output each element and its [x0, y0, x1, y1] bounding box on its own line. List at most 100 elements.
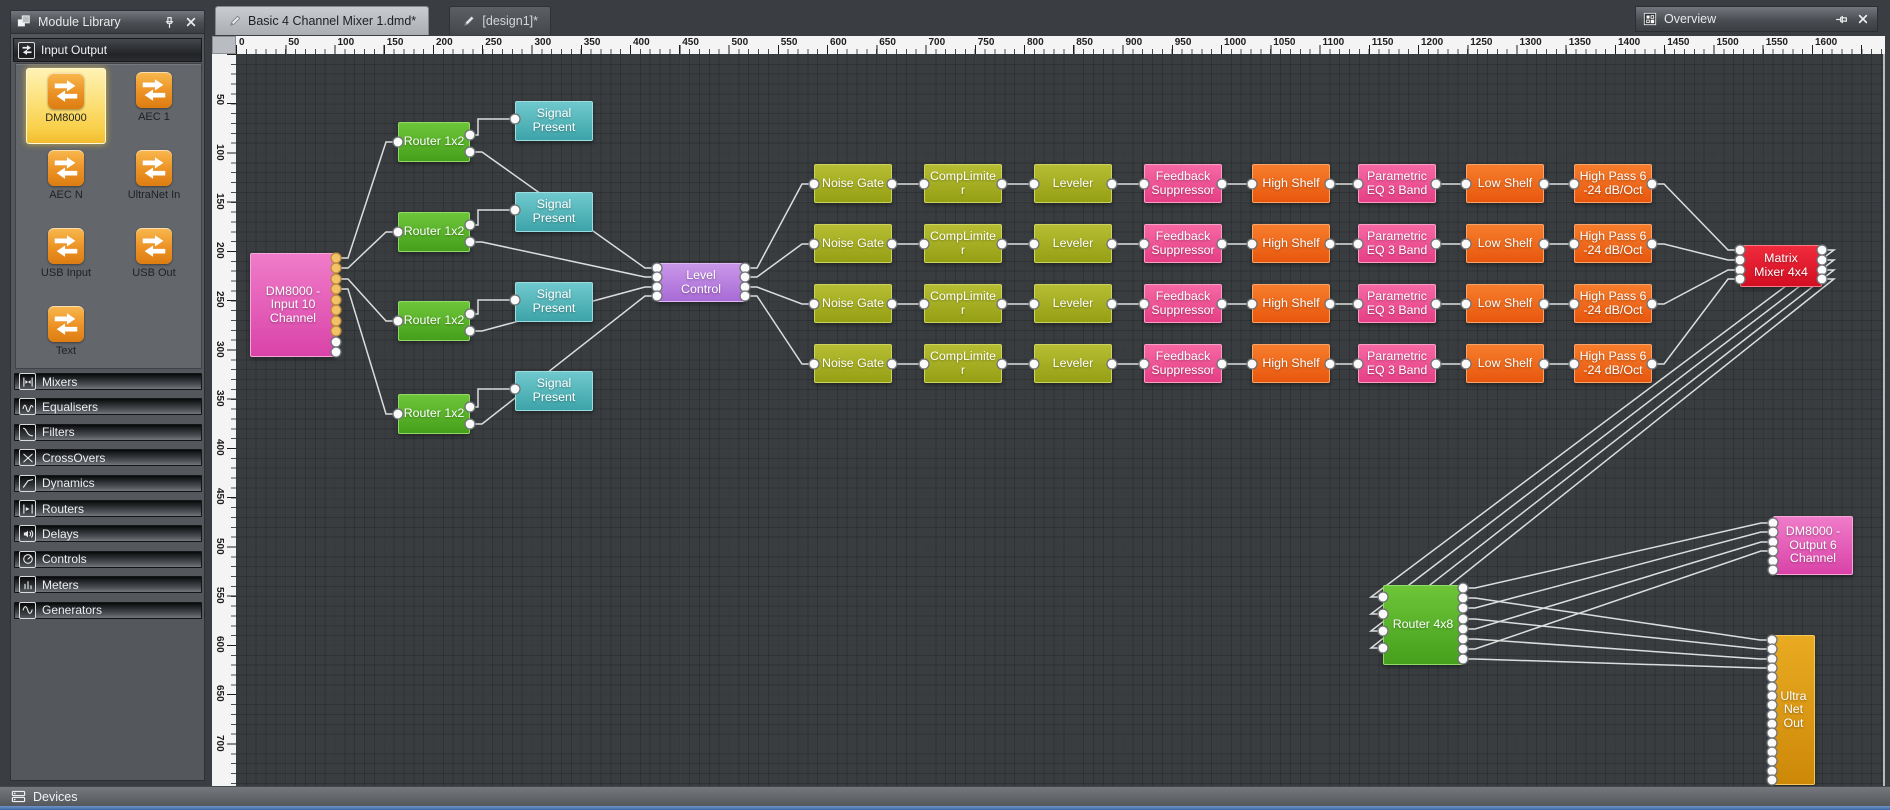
node-peq4[interactable]: Parametric EQ 3 Band [1358, 344, 1436, 383]
status-bar[interactable]: Devices [0, 786, 1890, 806]
node-level[interactable]: Level Control [657, 263, 745, 302]
node-fs1[interactable]: Feedback Suppressor [1144, 164, 1222, 203]
equalisers-icon [19, 398, 36, 416]
close-icon[interactable] [1855, 11, 1871, 27]
category-delays[interactable]: Delays [14, 525, 202, 543]
node-ls4[interactable]: Low Shelf [1466, 344, 1544, 383]
ruler-label: 1300 [1519, 37, 1542, 48]
category-controls[interactable]: Controls [14, 550, 202, 568]
node-router1[interactable]: Router 1x2 [398, 122, 470, 162]
node-fs3[interactable]: Feedback Suppressor [1144, 284, 1222, 323]
node-label: Parametric EQ 3 Band [1366, 228, 1428, 257]
node-hs1[interactable]: High Shelf [1252, 164, 1330, 203]
category-routers[interactable]: Routers [14, 500, 202, 517]
node-router3[interactable]: Router 1x2 [398, 301, 470, 341]
category-filters[interactable]: Filters [14, 423, 202, 441]
node-cl2[interactable]: CompLimiter [924, 224, 1002, 263]
node-matrix[interactable]: Matrix Mixer 4x4 [1740, 245, 1822, 287]
category-equalisers[interactable]: Equalisers [14, 398, 202, 416]
node-label: Noise Gate [822, 235, 884, 250]
node-label: High Pass 6 -24 dB/Oct [1579, 228, 1647, 257]
node-lv4[interactable]: Leveler [1034, 344, 1112, 383]
node-fs4[interactable]: Feedback Suppressor [1144, 344, 1222, 383]
module-item-label: UltraNet In [127, 189, 181, 201]
node-hs4[interactable]: High Shelf [1252, 344, 1330, 383]
ruler-label: 150 [214, 192, 225, 210]
node-ng4[interactable]: Noise Gate [814, 344, 892, 383]
ruler-label: 350 [583, 37, 601, 48]
node-ls1[interactable]: Low Shelf [1466, 164, 1544, 203]
module-item-usb-input[interactable]: USB Input [26, 224, 106, 300]
module-item-text[interactable]: Text [26, 302, 106, 368]
node-label: Leveler [1052, 355, 1094, 370]
node-lv2[interactable]: Leveler [1034, 224, 1112, 263]
node-dm_out[interactable]: DM8000 - Output 6 Channel [1773, 516, 1853, 575]
devices-icon [10, 789, 26, 805]
pin-icon[interactable] [161, 14, 177, 30]
filters-icon [19, 423, 36, 441]
node-router4[interactable]: Router 1x2 [398, 394, 470, 434]
ruler-label: 1400 [1618, 37, 1641, 48]
node-sp1[interactable]: Signal Present [515, 101, 593, 141]
node-peq3[interactable]: Parametric EQ 3 Band [1358, 284, 1436, 323]
node-lv3[interactable]: Leveler [1034, 284, 1112, 323]
dynamics-icon [19, 474, 36, 492]
module-item-ultranet-in[interactable]: UltraNet In [114, 146, 194, 222]
node-cl4[interactable]: CompLimiter [924, 344, 1002, 383]
node-hp1[interactable]: High Pass 6 -24 dB/Oct [1574, 164, 1652, 203]
node-router48[interactable]: Router 4x8 [1383, 585, 1463, 665]
tab-design1[interactable]: [design1]* [449, 6, 551, 35]
module-library-icon [16, 14, 32, 30]
node-hp3[interactable]: High Pass 6 -24 dB/Oct [1574, 284, 1652, 323]
module-item-dm8000[interactable]: DM8000 [26, 68, 106, 144]
node-ng2[interactable]: Noise Gate [814, 224, 892, 263]
node-cl1[interactable]: CompLimiter [924, 164, 1002, 203]
node-lv1[interactable]: Leveler [1034, 164, 1112, 203]
node-sp4[interactable]: Signal Present [515, 371, 593, 411]
category-dynamics[interactable]: Dynamics [14, 474, 202, 492]
module-item-aec-1[interactable]: AEC 1 [114, 68, 194, 144]
node-hp4[interactable]: High Pass 6 -24 dB/Oct [1574, 344, 1652, 383]
ruler-label: 150 [386, 37, 404, 48]
node-fs2[interactable]: Feedback Suppressor [1144, 224, 1222, 263]
node-label: Router 1x2 [403, 224, 465, 239]
node-sp3[interactable]: Signal Present [515, 282, 593, 322]
ruler-label: 650 [879, 37, 896, 48]
node-peq2[interactable]: Parametric EQ 3 Band [1358, 224, 1436, 263]
node-hs3[interactable]: High Shelf [1252, 284, 1330, 323]
node-label: CompLimiter [929, 228, 997, 257]
node-ng3[interactable]: Noise Gate [814, 284, 892, 323]
ruler-label: 700 [214, 734, 225, 752]
node-router2[interactable]: Router 1x2 [398, 212, 470, 252]
ruler-label: 600 [214, 636, 225, 653]
module-item-usb-out[interactable]: USB Out [114, 224, 194, 300]
node-label: Router 1x2 [403, 134, 465, 149]
node-sp2[interactable]: Signal Present [515, 192, 593, 232]
ruler-label: 0 [239, 37, 245, 48]
node-ng1[interactable]: Noise Gate [814, 164, 892, 203]
node-peq1[interactable]: Parametric EQ 3 Band [1358, 164, 1436, 203]
close-icon[interactable] [183, 14, 199, 30]
ruler-label: 900 [1125, 37, 1143, 48]
node-ls3[interactable]: Low Shelf [1466, 284, 1544, 323]
category-crossovers[interactable]: CrossOvers [14, 449, 202, 467]
pin-horizontal-icon[interactable] [1833, 11, 1849, 27]
category-mixers[interactable]: Mixers [14, 373, 202, 390]
ruler-label: 100 [214, 143, 225, 161]
category-generators[interactable]: Generators [14, 601, 202, 619]
category-meters[interactable]: Meters [14, 576, 202, 594]
node-hs2[interactable]: High Shelf [1252, 224, 1330, 263]
node-hp2[interactable]: High Pass 6 -24 dB/Oct [1574, 224, 1652, 263]
overview-panel-header[interactable]: Overview [1635, 6, 1878, 32]
tab-basic-4-channel-mixer-1-dmd[interactable]: Basic 4 Channel Mixer 1.dmd* [215, 6, 430, 35]
node-label: Signal Present [532, 197, 576, 225]
node-dm_in[interactable]: DM8000 - Input 10 Channel [250, 253, 336, 357]
module-item-aec-n[interactable]: AEC N [26, 146, 106, 222]
node-ls2[interactable]: Low Shelf [1466, 224, 1544, 263]
node-un_out[interactable]: Ultra Net Out [1772, 635, 1815, 785]
module-library-titlebar[interactable]: Module Library [11, 11, 204, 34]
section-input-output[interactable]: Input Output [13, 38, 202, 62]
node-cl3[interactable]: CompLimiter [924, 284, 1002, 323]
